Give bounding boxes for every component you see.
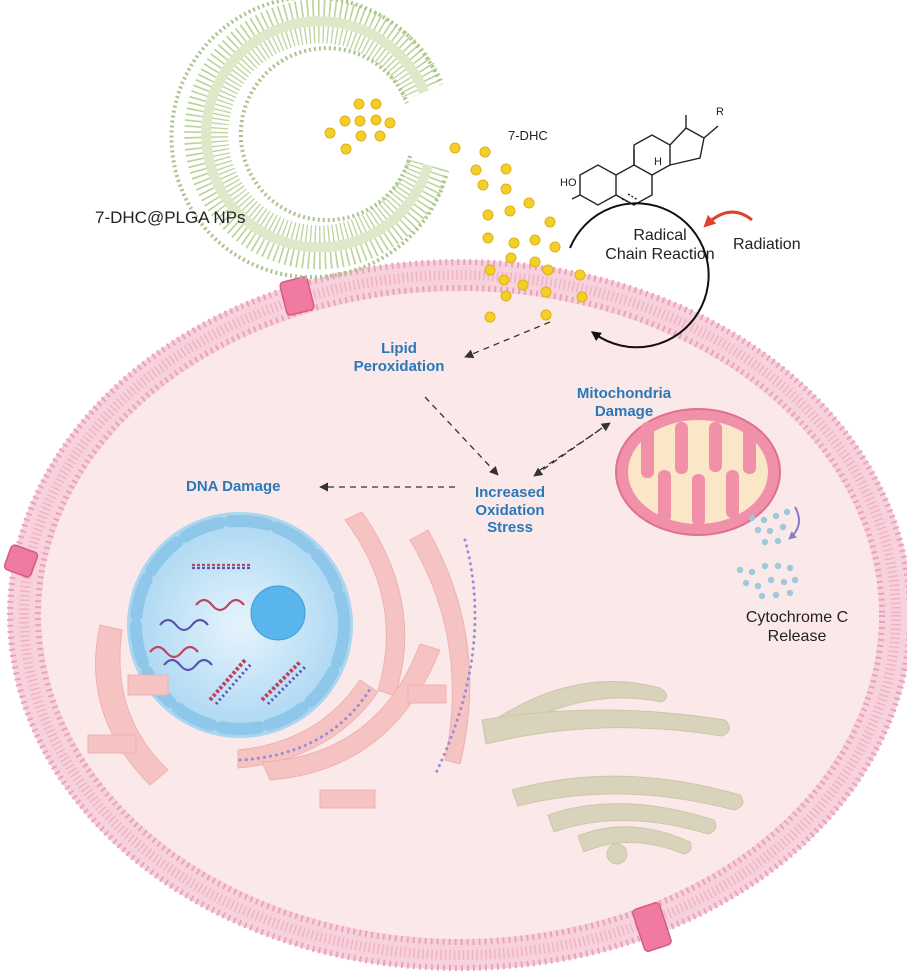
cytochrome-c-particles xyxy=(736,508,799,600)
mitochondria-damage-label: Mitochondria Damage xyxy=(565,385,683,420)
ribosome-dots xyxy=(238,538,477,777)
mitochondrion xyxy=(615,408,781,536)
radical-chain-label: Radical Chain Reaction xyxy=(600,227,720,265)
cytochrome-line-1: Cytochrome C xyxy=(745,609,849,626)
mito-line-1: Mitochondria xyxy=(576,385,672,402)
oxidation-line-1: Increased xyxy=(474,484,546,501)
radiation-arrow xyxy=(703,210,753,228)
lipid-peroxidation-label: Lipid Peroxidation xyxy=(344,340,454,375)
dna-damage-label: DNA Damage xyxy=(186,478,281,495)
oxidation-line-2: Oxidation xyxy=(475,501,545,519)
radical-chain-line-1: Radical xyxy=(633,227,687,244)
mito-line-2: Damage xyxy=(594,402,654,420)
nucleus xyxy=(127,512,353,738)
cytochrome-release-label: Cytochrome C Release xyxy=(732,609,862,647)
nanoparticle-label: 7-DHC@PLGA NPs xyxy=(95,208,246,227)
membrane-channels xyxy=(3,276,672,952)
oxidation-stress-label: Increased Oxidation Stress xyxy=(460,484,560,537)
endoplasmic-reticulum xyxy=(87,511,471,809)
plga-nanoparticle xyxy=(169,0,450,280)
radical-cycle-arrow xyxy=(569,202,710,349)
atom-r: R xyxy=(716,106,724,118)
pathway-arrows xyxy=(319,321,611,492)
steroid-structure xyxy=(571,115,719,206)
golgi-apparatus xyxy=(481,680,744,865)
drug-particles xyxy=(324,98,588,323)
atom-ho: HO xyxy=(560,177,577,189)
release-arrow xyxy=(788,506,800,540)
cytochrome-line-2: Release xyxy=(767,627,827,645)
lipid-line-1: Lipid xyxy=(381,340,417,357)
radical-chain-line-2: Chain Reaction xyxy=(605,245,715,263)
radiation-label: Radiation xyxy=(733,236,801,253)
atom-h: H xyxy=(654,156,662,168)
dna-strands xyxy=(149,563,308,706)
oxidation-line-3: Stress xyxy=(487,519,533,537)
lipid-line-2: Peroxidation xyxy=(353,357,445,375)
molecule-label: 7-DHC xyxy=(508,128,548,143)
